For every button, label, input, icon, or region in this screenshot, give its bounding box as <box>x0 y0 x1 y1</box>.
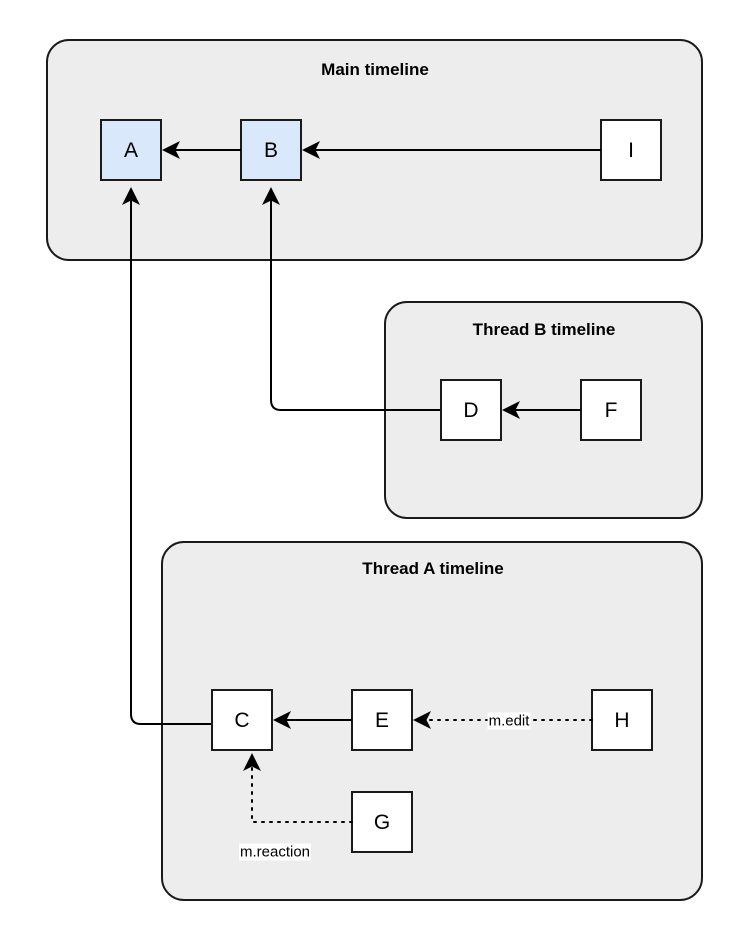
group-title-main-timeline: Main timeline <box>321 60 429 79</box>
node-D[interactable] <box>440 379 502 441</box>
edge-label-m-edit: m.edit <box>487 712 531 730</box>
node-B[interactable] <box>240 119 302 181</box>
node-label-G: G <box>373 811 391 834</box>
node-A[interactable] <box>100 119 162 181</box>
node-E[interactable] <box>351 689 413 751</box>
group-title-thread-a-timeline: Thread A timeline <box>362 559 504 578</box>
group-title-thread-b-timeline: Thread B timeline <box>472 320 616 339</box>
node-label-B: B <box>263 139 279 162</box>
edge-c-to-a <box>122 187 212 725</box>
node-label-D: D <box>463 399 479 422</box>
edge-g-to-c <box>243 753 353 823</box>
node-label-H: H <box>614 709 630 732</box>
node-F[interactable] <box>580 379 642 441</box>
node-C[interactable] <box>211 689 273 751</box>
edge-label-m-reaction: m.reaction <box>238 843 312 861</box>
node-label-C: C <box>234 709 250 732</box>
node-label-E: E <box>374 709 390 732</box>
node-label-A: A <box>123 139 139 162</box>
edge-d-to-b <box>262 187 441 411</box>
node-label-I: I <box>628 139 634 162</box>
node-G[interactable] <box>351 791 413 853</box>
node-label-F: F <box>604 399 618 422</box>
